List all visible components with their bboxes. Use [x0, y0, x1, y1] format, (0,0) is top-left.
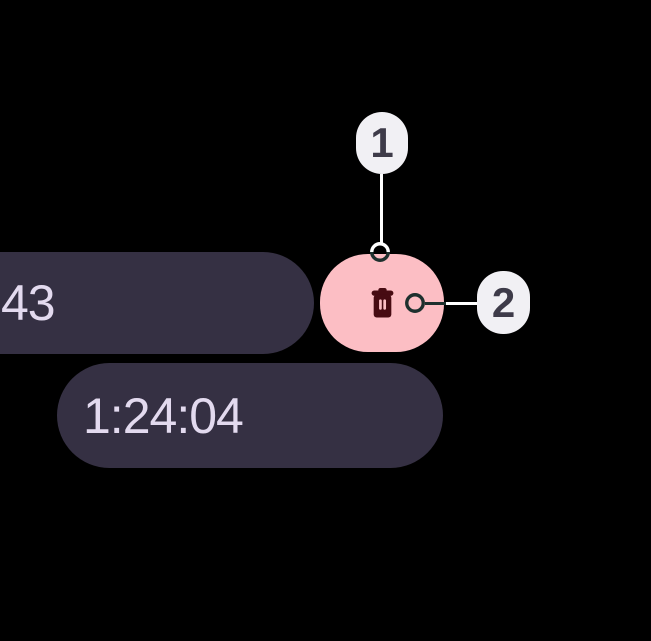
callout-2-label: 2: [491, 278, 516, 326]
callout-2-connector-line-light: [446, 301, 477, 305]
lap-time-value: 1:24:04: [83, 387, 244, 444]
lap-time-pill-bottom: 1:24:04: [57, 363, 443, 468]
callout-1-connector-line: [380, 174, 383, 243]
callout-badge-1: 1: [356, 112, 408, 174]
trash-icon: [369, 286, 396, 320]
callout-2-target-ring: [405, 293, 425, 313]
lap-time-partial: 43: [1, 275, 56, 331]
lap-time-pill-top: 43: [0, 252, 314, 354]
callout-1-label: 1: [370, 119, 394, 166]
callout-badge-2: 2: [477, 271, 530, 334]
callout-2-connector-line-dark: [425, 301, 446, 305]
callout-1-target-ring: [370, 242, 390, 262]
